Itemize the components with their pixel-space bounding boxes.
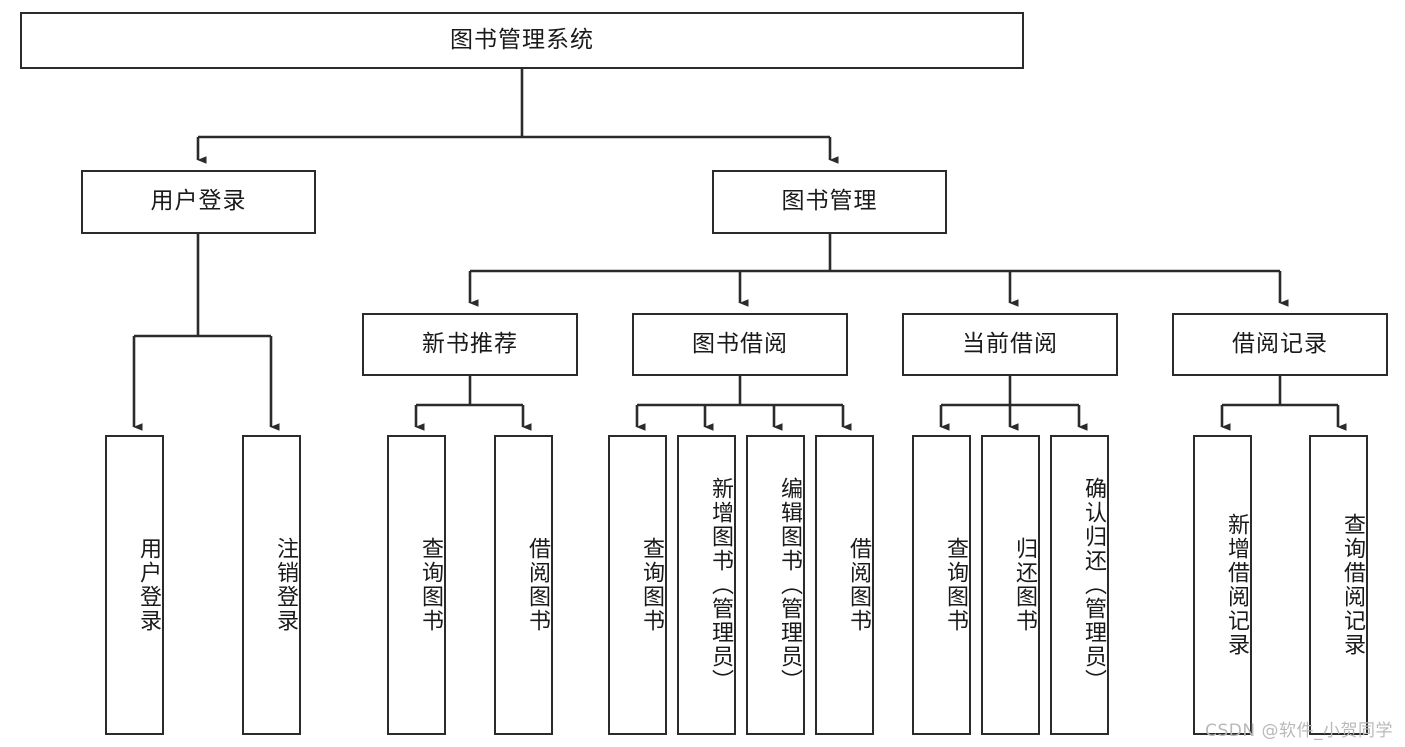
node-leaf-add-book-label: 新增图书（管理员） [708, 477, 733, 693]
node-leaf-return-book-label: 归还图书 [1012, 537, 1037, 633]
node-leaf-query-book-3[interactable]: 查询图书 [912, 435, 971, 735]
node-leaf-user-login[interactable]: 用户登录 [105, 435, 164, 735]
node-book-borrow-label: 图书借阅 [692, 330, 788, 357]
node-new-book-rec-label: 新书推荐 [422, 330, 518, 357]
node-book-borrow[interactable]: 图书借阅 [632, 313, 848, 376]
node-borrow-record-label: 借阅记录 [1232, 330, 1328, 357]
node-current-borrow-label: 当前借阅 [962, 330, 1058, 357]
node-leaf-user-login-label: 用户登录 [136, 537, 161, 633]
node-book-manage[interactable]: 图书管理 [712, 170, 947, 234]
node-leaf-query-record-label: 查询借阅记录 [1340, 513, 1365, 657]
node-leaf-query-book-1[interactable]: 查询图书 [387, 435, 446, 735]
node-new-book-rec[interactable]: 新书推荐 [362, 313, 578, 376]
node-leaf-query-book-2[interactable]: 查询图书 [608, 435, 667, 735]
node-leaf-edit-book-label: 编辑图书（管理员） [777, 477, 802, 693]
node-leaf-borrow-book-1[interactable]: 借阅图书 [494, 435, 553, 735]
node-leaf-logout-login[interactable]: 注销登录 [242, 435, 301, 735]
node-leaf-confirm-return[interactable]: 确认归还（管理员） [1050, 435, 1109, 735]
node-user-login[interactable]: 用户登录 [81, 170, 316, 234]
node-leaf-query-record[interactable]: 查询借阅记录 [1309, 435, 1368, 735]
node-user-login-label: 用户登录 [150, 188, 247, 215]
node-root[interactable]: 图书管理系统 [20, 12, 1024, 69]
node-leaf-add-record-label: 新增借阅记录 [1224, 513, 1249, 657]
node-leaf-confirm-return-label: 确认归还（管理员） [1081, 477, 1106, 693]
node-leaf-add-book[interactable]: 新增图书（管理员） [677, 435, 736, 735]
node-leaf-query-book-1-label: 查询图书 [418, 537, 443, 633]
node-leaf-borrow-book-1-label: 借阅图书 [525, 537, 550, 633]
node-leaf-add-record[interactable]: 新增借阅记录 [1193, 435, 1252, 735]
node-leaf-edit-book[interactable]: 编辑图书（管理员） [746, 435, 805, 735]
node-book-manage-label: 图书管理 [781, 188, 878, 215]
node-current-borrow[interactable]: 当前借阅 [902, 313, 1118, 376]
node-borrow-record[interactable]: 借阅记录 [1172, 313, 1388, 376]
node-leaf-borrow-book-2-label: 借阅图书 [846, 537, 871, 633]
node-leaf-query-book-2-label: 查询图书 [639, 537, 664, 633]
csdn-watermark: CSDN @软件_小贺同学 [1205, 721, 1393, 741]
node-leaf-query-book-3-label: 查询图书 [943, 537, 968, 633]
node-root-label: 图书管理系统 [450, 26, 594, 53]
node-leaf-return-book[interactable]: 归还图书 [981, 435, 1040, 735]
node-leaf-logout-login-label: 注销登录 [273, 537, 298, 633]
node-leaf-borrow-book-2[interactable]: 借阅图书 [815, 435, 874, 735]
